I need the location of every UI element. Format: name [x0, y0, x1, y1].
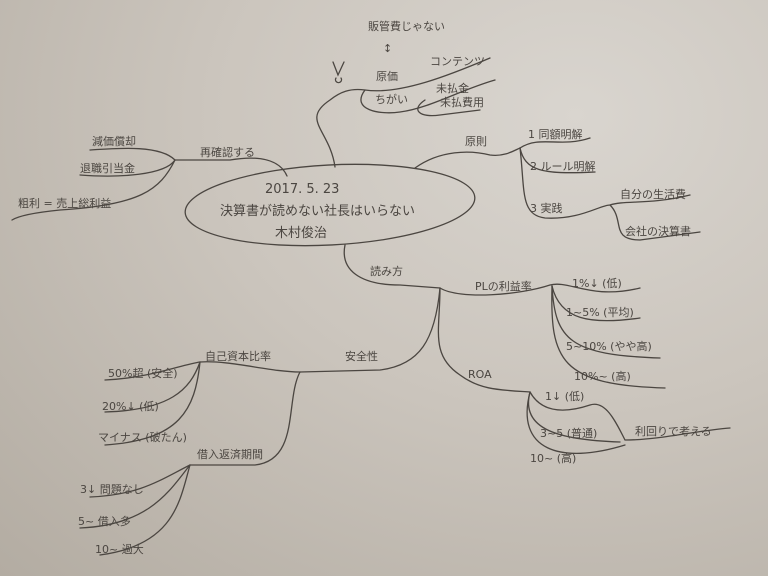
repay-item: 10~ 過大 — [95, 542, 144, 556]
equity-label: 自己資本比率 — [205, 349, 271, 363]
reconfirm-item: 退職引当金 — [80, 161, 135, 175]
principle-practice-item: 自分の生活費 — [620, 187, 686, 201]
center-date: 2017. 5. 23 — [265, 182, 339, 197]
reconfirm-item: 減価償却 — [92, 134, 136, 148]
pl-item: 5~10% (やや高) — [566, 339, 652, 353]
roa-item: 1↓ (低) — [545, 390, 584, 403]
center-title: 決算書が読めない社長はいらない — [220, 203, 415, 219]
center-node — [184, 163, 476, 247]
roa-item: 3~5 (普通) — [540, 426, 597, 440]
center-author: 木村俊治 — [275, 226, 327, 241]
cost-item: 未払金 — [436, 81, 469, 95]
reading-label: 読み方 — [370, 264, 403, 278]
pl-item: 1~5% (平均) — [566, 306, 634, 319]
roa-label: ROA — [468, 368, 492, 381]
cost-note: 販管費じゃない — [368, 19, 445, 33]
principle-item: 2 ルール明解 — [530, 159, 596, 173]
safety-label: 安全性 — [345, 349, 378, 363]
cost-arrow: ↕ — [383, 42, 392, 55]
repay-item: 3↓ 問題なし — [80, 483, 144, 496]
principle-item: 3 実践 — [530, 201, 563, 215]
repay-item: 5~ 借入多 — [78, 514, 131, 528]
cost-difference: ちがい — [375, 92, 408, 106]
reconfirm-label: 再確認する — [200, 145, 255, 159]
flag-icon — [332, 61, 345, 84]
principle-label: 原則 — [465, 135, 487, 148]
roa-item: 10~ (高) — [530, 451, 576, 465]
reconfirm-item: 粗利 = 売上総利益 — [18, 196, 111, 210]
cost-label: 原価 — [376, 70, 398, 83]
equity-item: マイナス (破たん) — [98, 430, 187, 444]
pl-item: 1%↓ (低) — [572, 277, 622, 290]
repay-label: 借入返済期間 — [197, 447, 263, 461]
principle-practice-item: 会社の決算書 — [625, 224, 691, 238]
pl-label: PLの利益率 — [475, 279, 532, 293]
cost-content: コンテンツ — [430, 55, 485, 68]
principle-item: 1 同額明解 — [528, 127, 583, 141]
roa-note: 利回りで考える — [635, 425, 712, 438]
equity-item: 50%超 (安全) — [108, 366, 178, 380]
pl-item: 10%~ (高) — [574, 369, 631, 383]
cost-item: 未払費用 — [440, 95, 484, 109]
equity-item: 20%↓ (低) — [102, 400, 159, 413]
